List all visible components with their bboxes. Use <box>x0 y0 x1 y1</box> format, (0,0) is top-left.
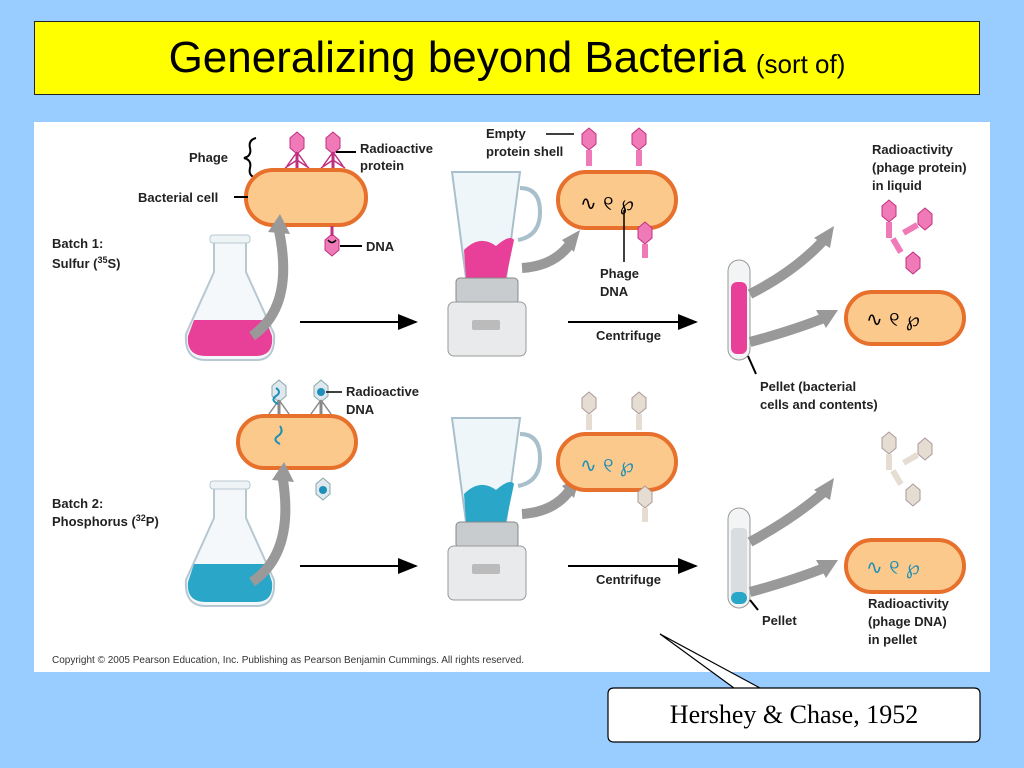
hershey-chase-figure: Phage Radioactive protein Bacterial cell… <box>34 122 990 672</box>
phage-dna-label-1: Phage <box>600 266 639 281</box>
bacterial-cell <box>556 170 678 230</box>
phage-dna-label-2: DNA <box>600 284 629 299</box>
dna-label: DNA <box>366 239 395 254</box>
phage-icon <box>284 131 310 174</box>
empty-shell-icon <box>631 391 647 430</box>
free-phage-icon <box>902 207 933 236</box>
free-phage-icon <box>881 199 897 238</box>
test-tube-phosphorus <box>727 507 751 609</box>
svg-text:∿ ୧ ℘: ∿ ୧ ℘ <box>866 555 920 579</box>
test-tube-sulfur <box>727 259 751 361</box>
radioactive-dna-label-1: Radioactive <box>346 384 419 399</box>
free-phage-icon <box>890 237 921 275</box>
blender-sulfur <box>447 171 543 357</box>
figure-canvas: Phage Radioactive protein Bacterial cell… <box>52 126 967 666</box>
slide-title-suffix: (sort of) <box>755 48 846 79</box>
empty-shell-icon <box>581 127 597 166</box>
pellet-bacterial-label-1: Pellet (bacterial <box>760 379 856 394</box>
pellet-label: Pellet <box>762 613 797 628</box>
batch1-label: Batch 1: <box>52 236 103 251</box>
phage-label: Phage <box>189 150 228 165</box>
batch2-phosphorus-label: Phosphorus (32P) <box>52 513 159 529</box>
copyright-notice: Copyright © 2005 Pearson Education, Inc.… <box>52 655 524 666</box>
free-phage-icon <box>890 469 921 507</box>
phage-icon <box>324 226 340 257</box>
free-phage-icon <box>881 431 897 470</box>
bacterial-cell <box>844 290 966 346</box>
centrifuge-label-2: Centrifuge <box>596 572 661 587</box>
empty-shell-icon <box>631 127 647 166</box>
free-phage-icon <box>902 437 933 466</box>
batch1-sulfur-label: Sulfur (35S) <box>52 255 121 271</box>
radioactive-protein-label-1: Radioactive <box>360 141 433 156</box>
pellet-bacterial-label-2: cells and contents) <box>760 397 878 412</box>
blender-phosphorus <box>447 417 543 601</box>
radioactive-protein-label-2: protein <box>360 158 404 173</box>
empty-shell-icon <box>637 485 653 522</box>
empty-shell-label-1: Empty <box>486 126 527 141</box>
bacterial-cell <box>844 538 966 594</box>
svg-text:∿ ୧ ℘: ∿ ୧ ℘ <box>580 453 634 477</box>
radioactivity-liquid-label-2: (phage protein) <box>872 160 967 175</box>
svg-text:∿ ୧ ℘: ∿ ୧ ℘ <box>580 191 634 215</box>
empty-shell-icon <box>581 391 597 430</box>
radioactive-dna-label-2: DNA <box>346 402 375 417</box>
callout-citation: Hershey & Chase, 1952 <box>669 700 919 729</box>
phage-icon <box>315 477 331 501</box>
radioactivity-pellet-label-1: Radioactivity <box>868 596 950 611</box>
slide-title: Generalizing beyond Bacteria <box>168 33 746 82</box>
svg-text:∿ ୧ ℘: ∿ ୧ ℘ <box>866 307 920 331</box>
radioactivity-pellet-label-3: in pellet <box>868 632 918 647</box>
radioactivity-liquid-label-1: Radioactivity <box>872 142 954 157</box>
centrifuge-label-1: Centrifuge <box>596 328 661 343</box>
radioactivity-pellet-label-2: (phage DNA) <box>868 614 947 629</box>
phage-brace <box>243 137 257 179</box>
bacterial-cell-label: Bacterial cell <box>138 190 218 205</box>
empty-shell-icon <box>637 221 653 258</box>
bacterial-cell <box>556 432 678 492</box>
radioactivity-liquid-label-3: in liquid <box>872 178 922 193</box>
slide-title-box: Generalizing beyond Bacteria (sort of) <box>34 21 980 95</box>
batch2-label: Batch 2: <box>52 496 103 511</box>
empty-shell-label-2: protein shell <box>486 144 563 159</box>
bacterial-cell <box>236 414 358 470</box>
